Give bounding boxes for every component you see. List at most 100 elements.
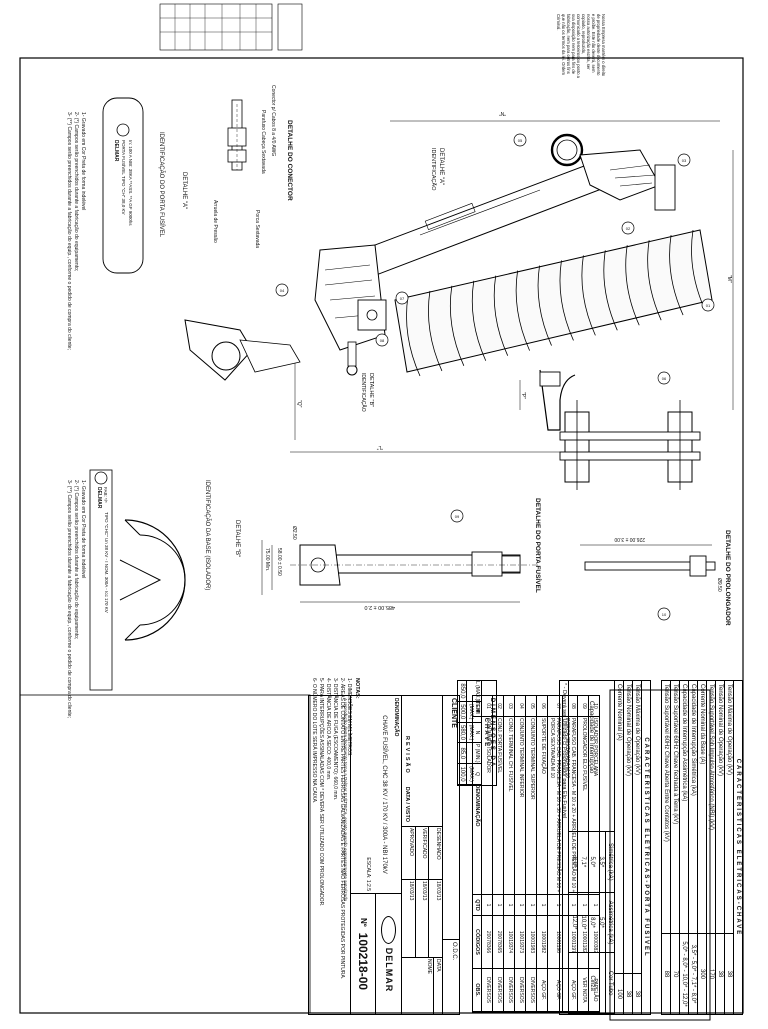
- svg-text:04: 04: [280, 288, 285, 293]
- note-3: 3- DISTÂNCIA DE FUGA (ESCOAMENTO): 660,0…: [332, 678, 339, 800]
- dim-n: "N": [499, 110, 506, 116]
- bom-cell: 1: [515, 895, 525, 916]
- bom-cell: 10001198: [548, 916, 562, 969]
- ident-a-subtitle: IDENTIFICAÇÃO DO PORTA FUSÍVEL: [158, 132, 165, 238]
- dim-q: "Q": [296, 400, 302, 408]
- drawing-number-label: Nº: [358, 917, 368, 927]
- balloon-03: 03: [677, 153, 691, 167]
- char-chave-value: 5,0* - 8,0* - 10,0* - 12,0*: [680, 933, 688, 1014]
- bom-cell: 1: [526, 895, 536, 916]
- ident-a-line1: PORTA FUSÍVEL TIPO "CH" 38,0 KV: [121, 140, 127, 215]
- bom-head-cell: QTD: [473, 895, 481, 916]
- char-chave-label: Tensão Suportável Sob Impulso Atmosféric…: [708, 684, 714, 831]
- svg-text:09: 09: [455, 514, 460, 519]
- sheet-border: [19, 57, 744, 1014]
- dim-d2: 58.00 ± 0.50: [276, 548, 282, 576]
- bom-cell: AÇO GF.: [537, 969, 547, 1012]
- table-row: Tensão Nominal de Operação (kV)38: [623, 681, 632, 1014]
- dim-p: "P": [520, 392, 526, 399]
- table-row: Corrente Nominal da Base (A)300: [697, 681, 706, 1014]
- bom-cell: PARAFUSO CAB. FRANCESA - M 10 x 20 + ARR…: [563, 717, 577, 895]
- balloon-09: 09: [450, 509, 464, 523]
- ident-a-line2: In: 100 A NBI: 38KA **ASS. **A GF 9000hs: [128, 140, 133, 226]
- ident-a-note-2: 2- (*) Campos serão preenchidos durante …: [73, 112, 79, 271]
- bom-cell: 10000382: [589, 916, 599, 969]
- insulator-rib: [581, 255, 596, 336]
- ident-b-subtitle: IDENTIFICAÇÃO DA BASE (ISOLADOR): [204, 480, 211, 590]
- insulator-rib: [471, 280, 487, 361]
- bom-head-cell: DENOMINAÇÃO: [473, 717, 481, 895]
- svg-text:06: 06: [662, 376, 667, 381]
- dim-d4: Ø9.50: [716, 578, 722, 592]
- char-chave-value: 170: [707, 933, 715, 1014]
- insulator-rib: [450, 285, 465, 367]
- ident-a-note-1: 1- Gravado em Cor Preta de forma indelév…: [80, 112, 86, 210]
- char-porta-value: 100: [615, 973, 623, 1014]
- svg-text:02: 02: [626, 226, 631, 231]
- bom-head-cell: OBS.: [473, 969, 481, 1012]
- notes-title: NOTAS:: [354, 678, 360, 699]
- bom-cell: 10001182: [578, 916, 588, 969]
- revisao-label: REVISÃO: [404, 736, 410, 775]
- conector-label-3: Arruela de Pressão: [212, 200, 218, 243]
- bom-cell: ISOLADOR PORCELANA: [589, 717, 599, 895]
- table-row: Tensão Nominal de Operação (kV)38: [715, 681, 724, 1014]
- detail-b-sub: IDENTIFICAÇÃO: [360, 373, 367, 412]
- bom-cell: PAPELÃO: [589, 969, 599, 1012]
- insulator: [394, 229, 713, 377]
- svg-text:08: 08: [380, 338, 385, 343]
- bom-cell: 1: [537, 895, 547, 916]
- interrupt-head: Assimétrica (kA): [606, 892, 614, 954]
- svg-text:01: 01: [706, 303, 711, 308]
- char-chave-value: 38: [725, 933, 733, 1014]
- footer-note: A reprodução deste documento torna a Del…: [343, 698, 348, 902]
- bom-head-cell: CÓDIGOS: [473, 916, 481, 969]
- bom-cell: PROLONGADOR ELO FUSÍVEL: [578, 717, 588, 895]
- conector-label-2: Parafuso Cabeça Sextavada: [260, 110, 266, 174]
- char-chave-label: Capacidade de Interrupção Simétrica (kA): [690, 684, 696, 796]
- bom-cell: 10019374: [504, 916, 514, 969]
- balloon-10: 10: [657, 607, 671, 621]
- note-5: 5- PARA INTERRUPÇÕES ASSINALADAS COM * D…: [318, 678, 325, 907]
- table-row: Corrente Nominal (A)100: [615, 681, 623, 1014]
- data-visto-label: DATA / VISTO: [404, 786, 410, 822]
- char-chave-label: Tensão Nominal de Operação (kV): [717, 684, 723, 777]
- table-row: Tensão Suportável 60Hz Chave Aberta Entr…: [662, 681, 670, 1014]
- ident-b-line2: FAB: */*: [103, 487, 108, 503]
- drawing-number: 100218-00: [356, 932, 371, 991]
- bom-cell: AÇO GF.: [563, 969, 577, 1012]
- bom-head-cell: ITEM: [473, 696, 481, 717]
- detail-a-sub: IDENTIFICAÇÃO: [430, 148, 437, 191]
- pull-ring: [550, 133, 584, 167]
- bom-cell: DIVERSOS: [482, 969, 492, 1012]
- aprovado-label: APROVADO: [407, 828, 414, 856]
- bom-cell: CONJ. TERMINAL CH. FUSÍVEL: [504, 717, 514, 895]
- table-row: Tensão Suportável Sob Impulso Atmosféric…: [706, 681, 715, 1014]
- bom-cell: PARAFUSO CAB. FRANCESA - M 10 x 30 + ARR…: [548, 717, 562, 895]
- note-2: 2- ÁREAS DE CONTATO ENTRE PARTES FERROSA…: [339, 678, 346, 979]
- char-chave-label: Capacidade de Interrupção Assimétrica (k…: [681, 684, 687, 802]
- bom-cell: AÇO GF.: [548, 969, 562, 1012]
- nome-label: NOME: [426, 959, 432, 974]
- svg-text:03: 03: [682, 158, 687, 163]
- ident-b: DELMAR TIPO "CHC" Un 38 KV - I NOM. 300A…: [66, 469, 240, 718]
- char-chave-value: 70: [671, 933, 679, 1014]
- ident-b-note-2: 2- (*) Campos serão preenchidos durante …: [73, 480, 79, 639]
- bom-cell: 10001197: [563, 916, 577, 969]
- insulator-rib: [406, 295, 421, 377]
- bom-cell: 1: [504, 895, 514, 916]
- table-row: Tensão Suportável 60Hz Chave fechada à T…: [670, 681, 679, 1014]
- svg-text:10: 10: [662, 612, 667, 617]
- mounting-bracket: [539, 369, 576, 431]
- insulator-rib: [559, 260, 574, 341]
- char-porta-value: 38: [624, 973, 632, 1014]
- notes-block: NOTAS: 1- DIMENSÕES EM MILÍMETROS. 2- ÁR…: [311, 678, 360, 979]
- balloon-01: 01: [701, 298, 715, 312]
- date-1: 18/03/13: [429, 879, 442, 917]
